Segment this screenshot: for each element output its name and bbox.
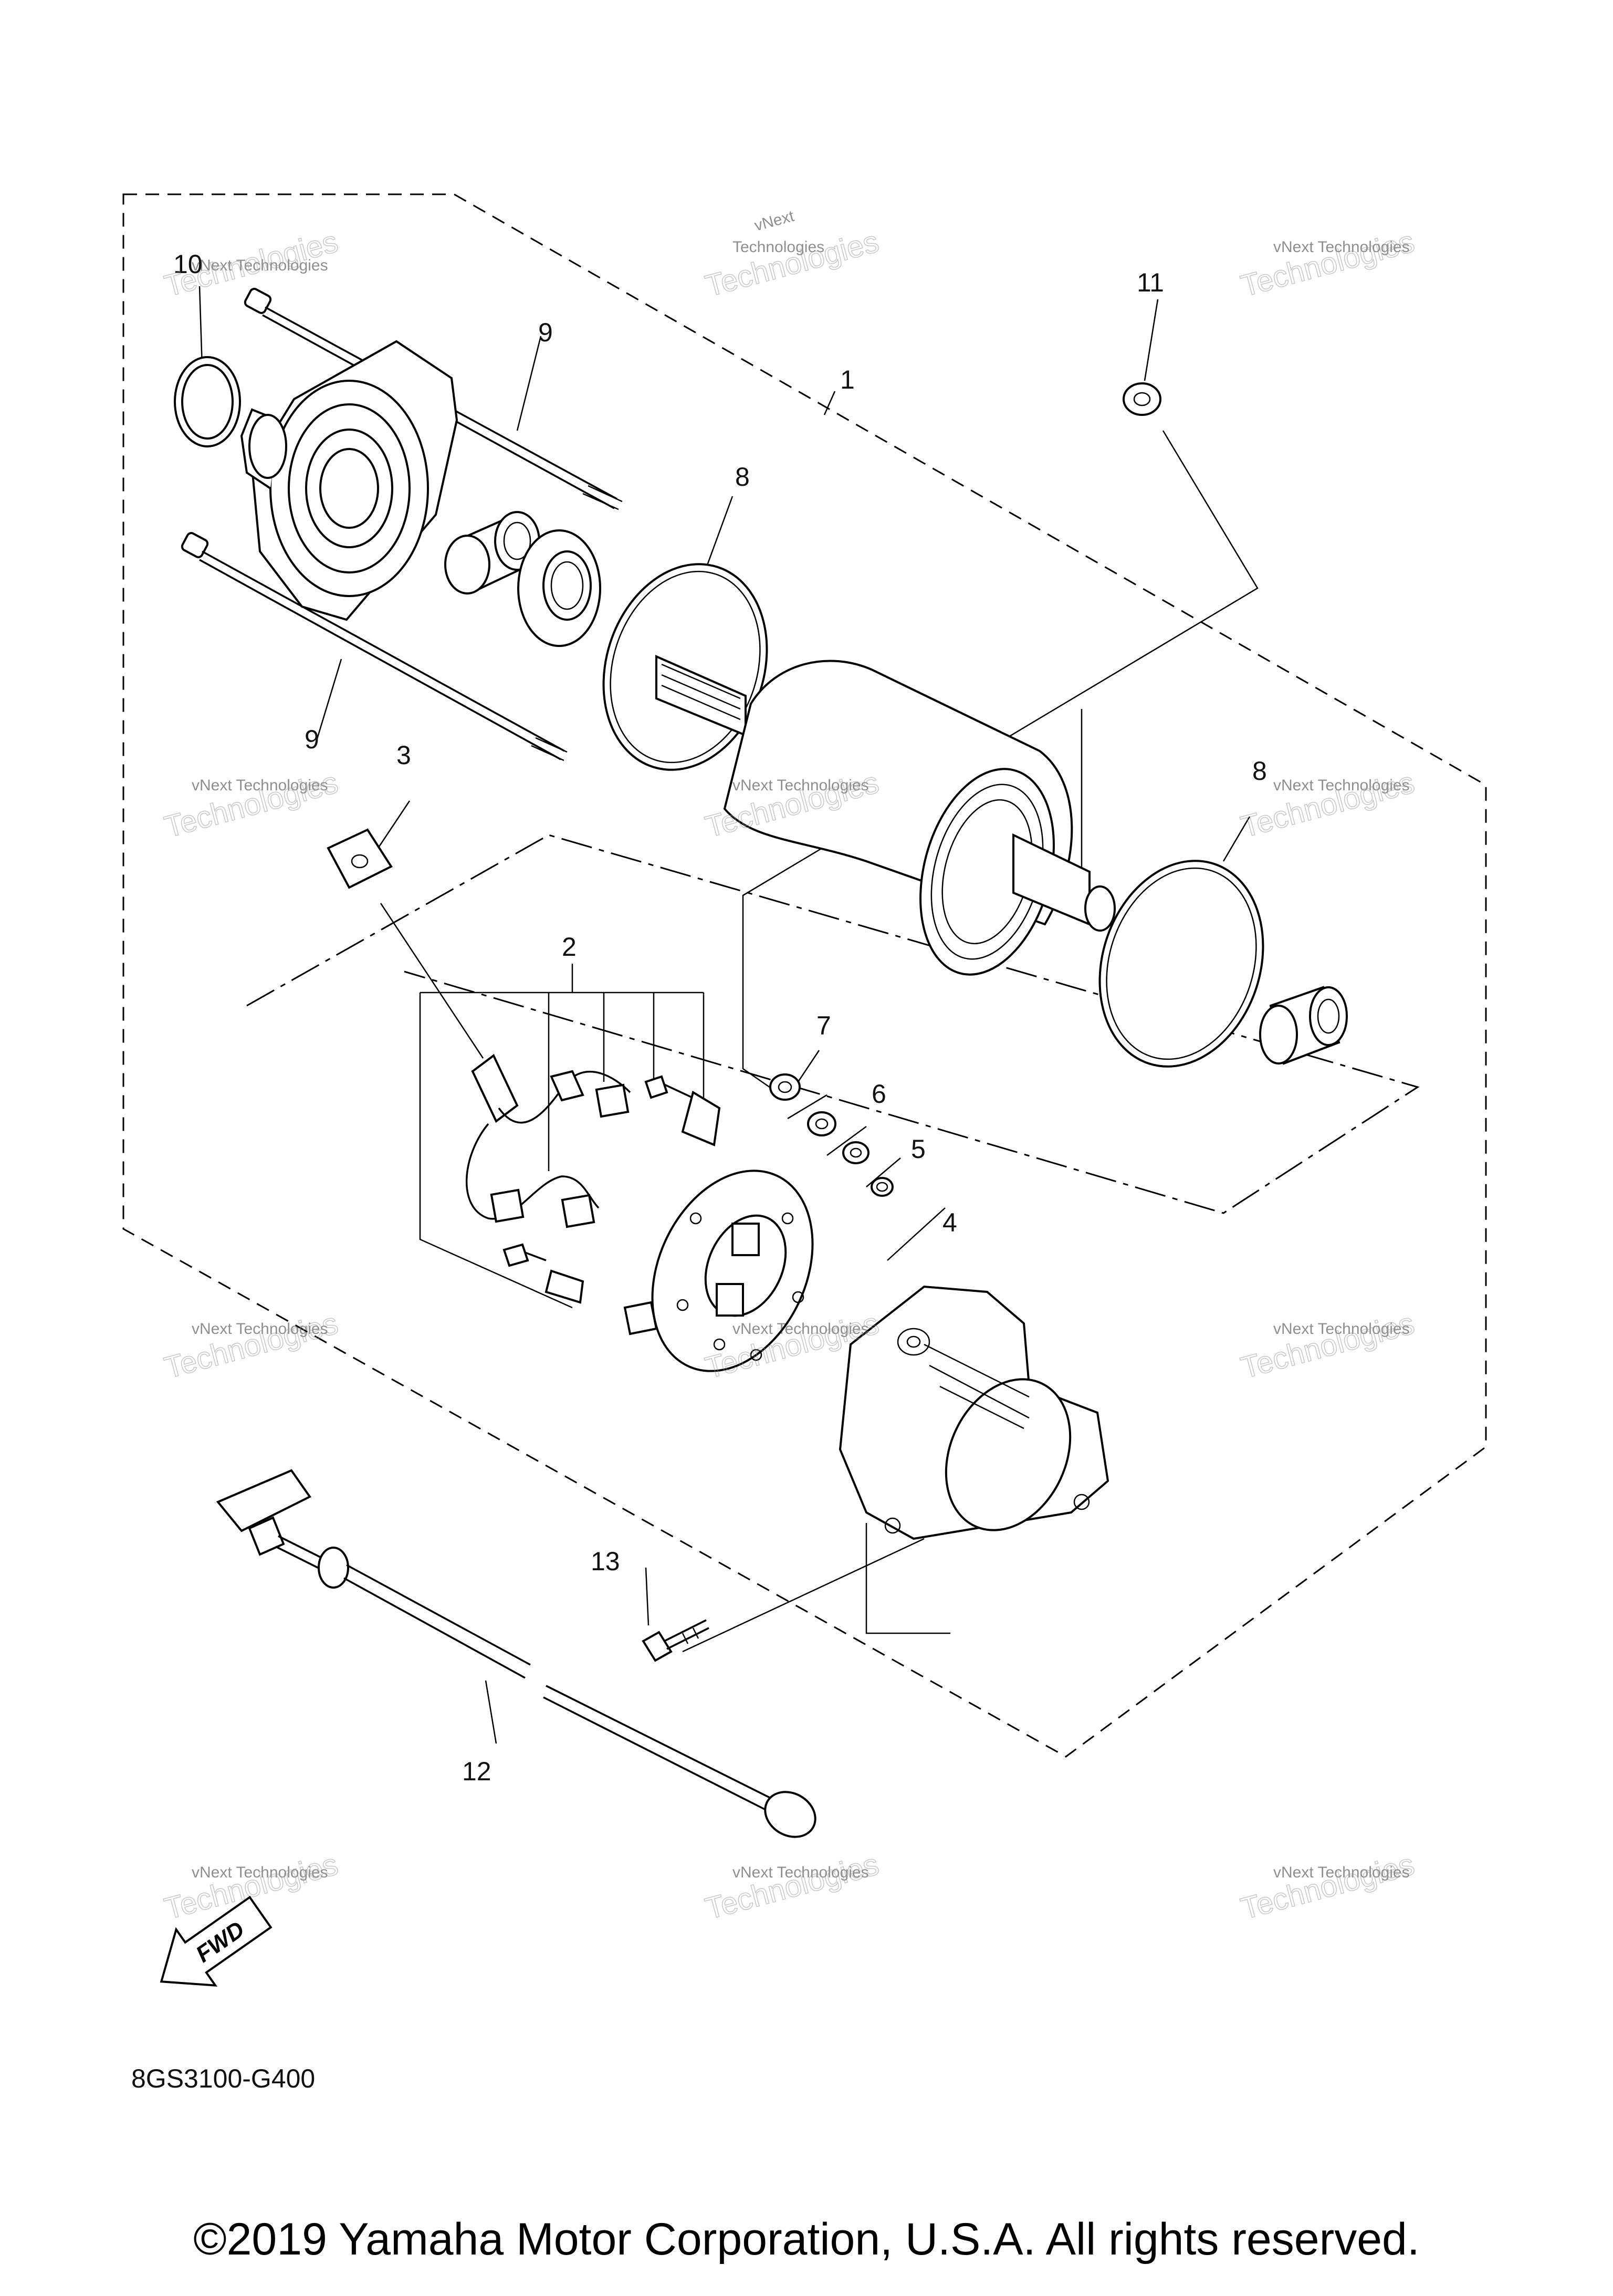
callout-9-upper: 9 [538,318,553,347]
rear-end-cover [839,1285,1109,1540]
svg-text:vNext Technologies: vNext Technologies [1273,777,1410,794]
nut-11 [1123,382,1161,416]
bolt-13 [642,1619,709,1662]
callouts: 1 2 3 4 5 6 7 8 8 9 9 10 11 12 13 [173,249,1267,1786]
watermark: vNext Technologies Technologies [1237,1846,1418,1926]
callout-7: 7 [816,1011,831,1040]
watermark: vNext Technologies Technologies [161,765,342,844]
svg-text:vNext Technologies: vNext Technologies [1273,1864,1410,1881]
svg-text:vNext: vNext [752,207,796,235]
callout-5: 5 [911,1134,926,1164]
svg-text:vNext Technologies: vNext Technologies [732,1320,869,1338]
brush-holder-assembly-2 [466,1053,814,1372]
svg-text:vNext Technologies: vNext Technologies [192,257,328,274]
svg-text:Technologies: Technologies [1238,224,1418,303]
watermark: vNext Technologies Technologies [701,1846,883,1926]
terminal-holder-3 [327,828,393,889]
callout-9-lower: 9 [305,725,319,754]
svg-text:Technologies: Technologies [702,1847,883,1926]
needle-bearing [444,511,540,594]
svg-text:vNext Technologies: vNext Technologies [732,1864,869,1881]
front-cover [240,340,458,621]
o-ring-10 [174,356,241,447]
svg-text:Technologies: Technologies [1238,1847,1418,1926]
callout-8-rear: 8 [1252,756,1267,786]
svg-text:vNext Technologies: vNext Technologies [192,1864,328,1881]
washer-6 [807,1111,836,1136]
watermark: vNext Technologies Technologies [161,1306,342,1385]
washer-5 [842,1141,870,1164]
diagram-code: 8GS3100-G400 [131,2064,315,2093]
o-ring-8-rear [1098,860,1264,1068]
svg-text:vNext Technologies: vNext Technologies [1273,238,1410,256]
callout-12: 12 [462,1757,491,1786]
nut-7 [769,1073,801,1101]
oil-seal [517,529,601,647]
callout-8-front: 8 [735,462,750,492]
watermark: vNext Technologies Technologies [701,207,883,304]
watermark: vNext Technologies Technologies [1237,224,1418,304]
svg-text:Technologies: Technologies [732,238,824,256]
callout-1: 1 [840,365,855,394]
through-bolt-9-lower [181,532,568,761]
callout-13: 13 [591,1547,620,1576]
copyright-notice: ©2019 Yamaha Motor Corporation, U.S.A. A… [193,2214,1420,2264]
lead-wire-12 [216,1469,816,1838]
svg-text:vNext Technologies: vNext Technologies [192,777,328,794]
svg-text:Technologies: Technologies [702,224,883,303]
svg-text:vNext Technologies: vNext Technologies [1273,1320,1410,1338]
svg-text:vNext Technologies: vNext Technologies [732,777,869,794]
callout-10: 10 [173,249,203,279]
svg-text:Technologies: Technologies [1238,1306,1418,1385]
callout-2: 2 [562,932,577,962]
watermark: vNext Technologies Technologies [1237,1306,1418,1385]
svg-text:Technologies: Technologies [161,1306,342,1385]
end-frame-section-outline [246,834,1420,1214]
svg-text:vNext Technologies: vNext Technologies [192,1320,328,1338]
motor-yoke [655,654,1116,976]
assembly-boundary [122,193,1487,1758]
callout-3: 3 [396,740,411,770]
o-ring-4 [871,1177,894,1197]
callout-4: 4 [942,1208,957,1237]
callout-6: 6 [872,1079,886,1109]
callout-11: 11 [1137,268,1164,297]
rear-bearing [1259,986,1348,1065]
